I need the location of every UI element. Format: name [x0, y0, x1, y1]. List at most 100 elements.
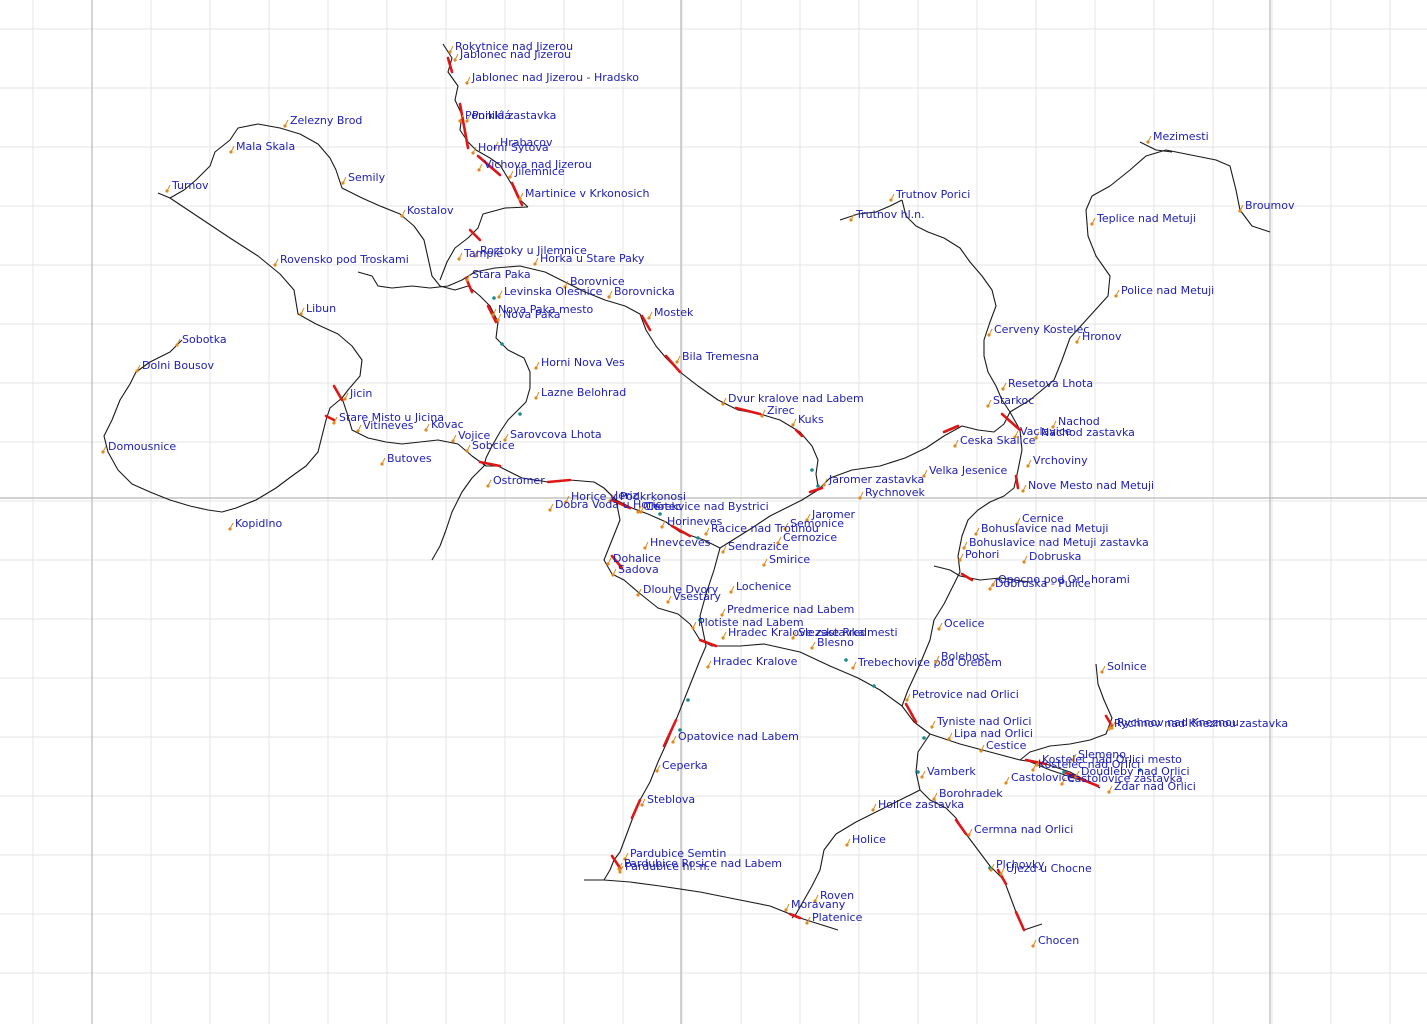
- station[interactable]: Moravany: [784, 898, 846, 912]
- station[interactable]: Dolni Bousov: [135, 359, 214, 373]
- station[interactable]: Jablonec nad Jizerou - Hradsko: [465, 71, 639, 85]
- station[interactable]: Opatovice nad Labem: [671, 730, 799, 744]
- station[interactable]: Horka u Stare Paky: [533, 252, 645, 266]
- station[interactable]: Kovac: [424, 418, 464, 432]
- station[interactable]: Stare Misto u Jicina: [332, 411, 444, 425]
- station[interactable]: Hrabacov: [493, 136, 553, 150]
- station[interactable]: Holice zastavka: [871, 798, 964, 812]
- station[interactable]: Nove Mesto nad Metuji: [1021, 479, 1154, 493]
- station[interactable]: Hnevceves: [643, 536, 711, 550]
- station[interactable]: Jaromer zastavka: [822, 473, 924, 487]
- station[interactable]: Martinice v Krkonosich: [518, 187, 649, 201]
- station[interactable]: Horice v Podkrkonosi: [564, 490, 686, 504]
- station[interactable]: Jeriz: [608, 489, 639, 503]
- station[interactable]: Roven: [813, 889, 854, 903]
- station[interactable]: Jicin: [343, 387, 372, 401]
- station[interactable]: Poniklá: [465, 109, 511, 123]
- station[interactable]: Butoves: [380, 452, 432, 466]
- station[interactable]: Rovensko pod Troskami: [273, 253, 409, 267]
- station[interactable]: Blesno: [810, 636, 854, 650]
- station[interactable]: Nachod: [1051, 415, 1100, 429]
- station[interactable]: Turnov: [165, 179, 209, 193]
- station[interactable]: Dlouhe Dvory: [636, 583, 719, 597]
- station[interactable]: Chotec: [636, 500, 682, 514]
- station[interactable]: Rychnov nad Kneznou zastavka: [1107, 717, 1288, 731]
- station[interactable]: Poniklá zastavka: [458, 109, 556, 123]
- station[interactable]: Vamberk: [920, 765, 976, 779]
- station[interactable]: Kostalov: [400, 204, 454, 218]
- station[interactable]: Ocelice: [937, 617, 985, 631]
- station[interactable]: Stara Paka: [465, 268, 531, 282]
- station[interactable]: Levinska Olesnice: [497, 285, 603, 299]
- station[interactable]: Sarovcova Lhota: [503, 428, 602, 442]
- station[interactable]: Rychnovek: [858, 486, 926, 500]
- station[interactable]: Rychnov nad Kneznou: [1110, 716, 1239, 730]
- station[interactable]: Lochenice: [729, 580, 792, 594]
- station[interactable]: Hradec Kralove: [706, 655, 798, 669]
- station[interactable]: Dobra Voda u Horic: [548, 498, 662, 512]
- station[interactable]: Horineves: [660, 515, 723, 529]
- station[interactable]: Sobcice: [465, 439, 515, 453]
- station[interactable]: Trebechovice pod Orebem: [851, 656, 1002, 670]
- station[interactable]: Semily: [341, 171, 386, 185]
- station[interactable]: Zdar nad Orlici: [1107, 780, 1196, 794]
- station[interactable]: Cernice: [1015, 512, 1064, 526]
- station[interactable]: Bila Tremesna: [675, 350, 759, 364]
- station[interactable]: Resetova Lhota: [1001, 377, 1093, 391]
- station[interactable]: Vitineves: [356, 419, 414, 433]
- station[interactable]: Hronov: [1075, 330, 1122, 344]
- station[interactable]: Slezske Predmesti: [791, 626, 898, 640]
- station[interactable]: Pohori: [958, 548, 999, 562]
- station[interactable]: Dvur kralove nad Labem: [721, 392, 864, 406]
- station[interactable]: Dohalice: [606, 552, 661, 566]
- station[interactable]: Nachod zastavka: [1034, 426, 1135, 440]
- station[interactable]: Jablonec nad Jizerou: [453, 48, 571, 62]
- station[interactable]: Domousnice: [101, 440, 176, 454]
- station[interactable]: Teplice nad Metuji: [1090, 212, 1196, 226]
- station[interactable]: Velka Jesenice: [922, 464, 1007, 478]
- station[interactable]: Dobruska - Pulice: [988, 577, 1091, 591]
- station[interactable]: Lazne Belohrad: [534, 386, 626, 400]
- station[interactable]: Nova Paka: [496, 308, 561, 322]
- station[interactable]: Pardubice Rosice nad Labem: [617, 857, 782, 871]
- station[interactable]: Borovnice: [563, 275, 625, 289]
- station[interactable]: Vsestary: [666, 590, 721, 604]
- station[interactable]: Castolovice zastavka: [1060, 772, 1183, 786]
- station[interactable]: Kuks: [791, 413, 824, 427]
- station[interactable]: Libun: [299, 302, 336, 316]
- station[interactable]: Cerveny Kostelec: [987, 323, 1089, 337]
- station[interactable]: Mezimesti: [1146, 130, 1209, 144]
- station[interactable]: Dobruska: [1022, 550, 1081, 564]
- station[interactable]: Semonice: [783, 517, 844, 531]
- station[interactable]: Kostelec nad Orlici: [1031, 758, 1140, 772]
- station[interactable]: Nova Paka mesto: [491, 303, 594, 317]
- station[interactable]: Pardubice hl. n.: [618, 860, 710, 874]
- station[interactable]: Starkoc: [986, 394, 1034, 408]
- station[interactable]: Tample: [457, 247, 503, 261]
- station[interactable]: Broumov: [1238, 199, 1295, 213]
- station[interactable]: Sendrazice: [721, 540, 789, 554]
- station[interactable]: Cernozice: [776, 531, 837, 545]
- station[interactable]: Vaclavice: [1013, 425, 1072, 439]
- station[interactable]: Jaromer: [805, 508, 855, 522]
- station[interactable]: Chocen: [1031, 934, 1079, 948]
- station[interactable]: Police nad Metuji: [1114, 284, 1214, 298]
- station[interactable]: Castolovice: [1004, 771, 1075, 785]
- station[interactable]: Plotiste nad Labem: [691, 616, 804, 630]
- station[interactable]: Sadova: [611, 563, 659, 577]
- station[interactable]: Predmerice nad Labem: [720, 603, 854, 617]
- station[interactable]: Opocno pod Orl. horami: [991, 573, 1130, 587]
- station[interactable]: Bohuslavice nad Metuji: [974, 522, 1108, 536]
- station[interactable]: Mostek: [647, 306, 694, 320]
- station[interactable]: Vichova nad Jizerou: [477, 158, 592, 172]
- station[interactable]: Plchovky: [989, 858, 1045, 872]
- station[interactable]: Horni Nova Ves: [534, 356, 625, 370]
- station[interactable]: Cerekvice nad Bystrici: [639, 500, 769, 514]
- station[interactable]: Sobotka: [175, 333, 227, 347]
- station[interactable]: Zirec: [760, 404, 795, 418]
- station[interactable]: Cermna nad Orlici: [967, 823, 1073, 837]
- station[interactable]: Rokytnice nad Jizerou: [448, 40, 573, 54]
- station[interactable]: Trutnov Porici: [889, 188, 970, 202]
- station[interactable]: Holice: [845, 833, 886, 847]
- station[interactable]: Kopidlno: [228, 517, 282, 531]
